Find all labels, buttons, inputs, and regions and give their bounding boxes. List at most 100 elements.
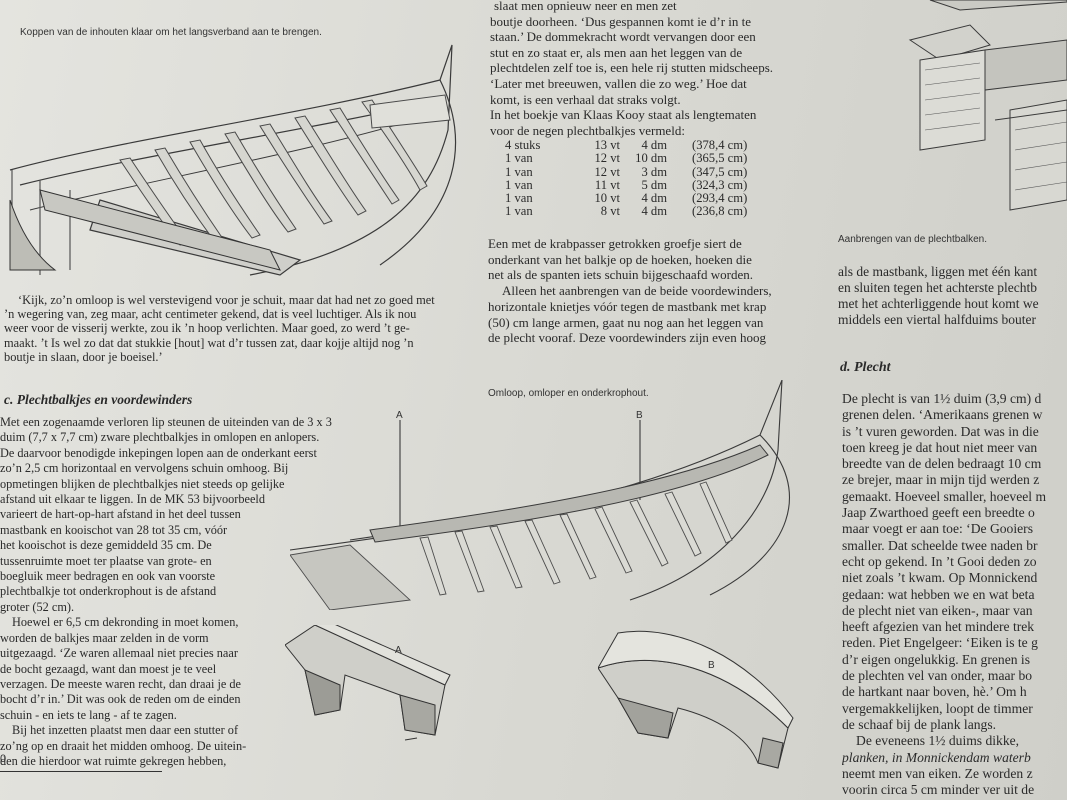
- text-line: neemt men van eiken. Ze worden z: [842, 765, 1033, 781]
- table-row: 1 van 10 vt 4 dm (293,4 cm): [505, 191, 754, 206]
- text-line: De daarvoor benodigde inkepingen lopen a…: [0, 445, 317, 460]
- text-line: duim (7,7 x 7,7 cm) zware plechtbalkjes …: [0, 430, 320, 445]
- table-row: 4 stuks 13 vt 4 dm (378,4 cm): [505, 138, 754, 152]
- section-d-body: De plecht is van 1½ duim (3,9 cm) d gren…: [842, 391, 1067, 798]
- text-line: worden de balkjes maar zelden in de vorm: [0, 630, 209, 645]
- text-line: is ’t vuren geworden. Dat was in die: [842, 423, 1039, 439]
- text-line: gedaan: wat hebben we en wat beta: [842, 586, 1035, 602]
- plechtbalk-drawing: [908, 0, 1067, 211]
- detail-drawing-a: [285, 625, 451, 741]
- caption-center: Omloop, omloper en onderkrophout.: [488, 388, 649, 399]
- table-cell: (236,8 cm): [692, 204, 748, 219]
- table-cell: 1 van: [505, 191, 533, 206]
- text-line: de hartkant naar boven, hè.’ Om h: [842, 684, 1027, 700]
- boat-drawing-center: A B: [290, 380, 790, 610]
- text-line: echt op gekend. In ’t Gooi deden zo: [842, 553, 1037, 569]
- table-row: 1 van 12 vt 3 dm (347,5 cm): [505, 164, 754, 179]
- detail-label-a: A: [395, 645, 402, 656]
- table-cell: 1 van: [505, 177, 533, 192]
- caption-right: Aanbrengen van de plechtbalken.: [838, 234, 988, 245]
- text-line: stut en zo staat er, als men aan het leg…: [490, 44, 743, 60]
- caption-top-left: Koppen van de inhouten klaar om het lang…: [20, 27, 322, 38]
- text-line: reden. Piet Engelgeer: ‘Eiken is te g: [842, 635, 1038, 651]
- text-line: horizontale knietjes vóór tegen de mastb…: [488, 298, 767, 314]
- text-line: vergemakkelijken, loopt de timmer: [842, 700, 1033, 716]
- text-line: (50) cm lange armen, gaat nu nog aan het…: [488, 314, 764, 330]
- section-d-heading: d. Plecht: [840, 360, 891, 375]
- col3-top-text: als de mastbank, liggen met één kant en …: [838, 264, 1067, 328]
- quote-line: ‘Kijk, zo’n omloop is wel verstevigend v…: [18, 293, 435, 307]
- col2-bottom-text: Een met de krabpasser getrokken groefje …: [488, 236, 833, 346]
- text-line: als de mastbank, liggen met één kant: [838, 264, 1038, 279]
- table-cell: 10 dm: [635, 151, 667, 166]
- label-a: A: [396, 410, 403, 421]
- table-cell: 1 van: [505, 164, 533, 179]
- footnote-rule: [0, 771, 162, 772]
- lengths-table: 4 stuks 13 vt 4 dm (378,4 cm) 1 van 12 v…: [505, 138, 754, 219]
- text-line: met het achterliggende hout komt we: [838, 296, 1039, 311]
- text-line: planken, in Monnickendam waterb: [842, 749, 1031, 765]
- text-line: den die hierdoor wat ruimte gekregen heb…: [0, 753, 227, 768]
- text-line: verzagen. De meeste waren recht, dan dra…: [0, 676, 242, 691]
- table-cell: (365,5 cm): [692, 151, 748, 166]
- text-line: breedte van de delen bedraagt 10 cm: [842, 456, 1042, 472]
- table-cell: 11 vt: [594, 177, 620, 192]
- text-line: niet zoals ’t kwam. Op Monnickend: [842, 570, 1038, 586]
- text-line: mastbank en kooischot van 28 tot 35 cm, …: [0, 522, 228, 537]
- text-line: grenen delen. ‘Amerikaans grenen w: [842, 407, 1043, 423]
- text-line: staan.’ De dommekracht wordt vervangen d…: [490, 29, 756, 45]
- table-cell: 8 vt: [600, 204, 620, 219]
- text-line: schuin - en iets te lang - af te zagen.: [0, 707, 177, 722]
- quote-line: boutje in slaan, door je boeisel.’: [4, 349, 163, 364]
- text-line: gemaakt. Hoeveel smaller, hoeveel m: [842, 488, 1047, 504]
- text-line: toen kreeg je dat hout niet meer van: [842, 439, 1038, 455]
- table-row: 1 van 12 vt 10 dm (365,5 cm): [505, 151, 754, 166]
- text-line: net als de spanten iets schuin bijgescha…: [488, 267, 753, 283]
- text-line: De plecht is van 1½ duim (3,9 cm) d: [842, 391, 1042, 406]
- text-line: voor de negen plechtbalkjes vermeld:: [490, 122, 685, 138]
- table-cell: 10 vt: [594, 191, 620, 206]
- table-row: 1 van 11 vt 5 dm (324,3 cm): [505, 177, 754, 192]
- text-line: tussenruimte moet ter plaatse van grote-…: [0, 553, 212, 568]
- text-line: d’r eigen ongelukkig. En grenen is: [842, 651, 1030, 667]
- text-line: de plechten vel van onder, maar bo: [842, 668, 1033, 684]
- text-line: In het boekje van Klaas Kooy staat als l…: [490, 107, 757, 123]
- text-line: Een met de krabpasser getrokken groefje …: [488, 236, 742, 251]
- text-line: afstand uit elkaar te liggen. In de MK 5…: [0, 492, 265, 507]
- quote-line: maakt. ’t Is wel zo dat dat stukkie [hou…: [4, 335, 414, 350]
- table-cell: (347,5 cm): [692, 164, 748, 179]
- text-line: De eveneens 1½ duims dikke,: [856, 733, 1020, 749]
- text-line: de plecht vooraf. Deze voordewinders zij…: [488, 330, 766, 346]
- text-line: boegluik meer bedragen en ook van voorst…: [0, 569, 216, 584]
- text-line: heeft afgezien van het mindere trek: [842, 619, 1035, 635]
- text-line: opmetingen blijken de plechtbalkjes niet…: [0, 476, 285, 491]
- table-cell: 13 vt: [594, 138, 620, 152]
- table-cell: 5 dm: [641, 177, 667, 192]
- table-cell: 12 vt: [594, 151, 620, 166]
- section-c-heading: c. Plechtbalkjes en voordewinders: [4, 392, 193, 407]
- quote-line: weer voor de visserij werkte, zou ik ’n …: [4, 321, 410, 336]
- text-line: de schaaf bij de plank langs.: [842, 716, 997, 732]
- text-line: Met een zogenaamde verloren lip steunen …: [0, 415, 332, 429]
- text-line: onderkant van het balkje op de hoeken, h…: [488, 251, 752, 267]
- text-line: ze brejer, maar in mijn tijd werden z: [842, 472, 1040, 488]
- text-line: plechtdelen zelf toe is, een hele rij st…: [490, 60, 774, 76]
- text-line: zo’n 2,5 cm horizontaal en vervolgens sc…: [0, 461, 289, 476]
- boat-drawing-top: [9, 44, 457, 276]
- table-cell: 12 vt: [594, 164, 620, 179]
- section-c-body: Met een zogenaamde verloren lip steunen …: [0, 415, 400, 769]
- table-cell: 1 van: [505, 204, 533, 219]
- table-cell: 3 dm: [641, 164, 667, 179]
- page-number: 0: [0, 753, 7, 765]
- table-cell: (324,3 cm): [692, 177, 748, 192]
- table-cell: 4 dm: [641, 191, 667, 206]
- text-line: bocht d’r in.’ Dit was ook de reden om d…: [0, 692, 241, 707]
- text-line: middels een viertal halfduims bouter: [838, 312, 1036, 327]
- text-line: varieert de hart-op-hart afstand in het …: [0, 507, 241, 522]
- text-line: komt, is een verhaal dat straks volgt.: [490, 91, 681, 107]
- table-cell: (293,4 cm): [692, 191, 748, 206]
- text-line: ‘Later met breeuwen, vallen die zo weg.’…: [490, 75, 747, 91]
- table-cell: 4 stuks: [505, 138, 541, 152]
- text-line: plechtbalkje tot onderkrophout is de afs…: [0, 584, 217, 599]
